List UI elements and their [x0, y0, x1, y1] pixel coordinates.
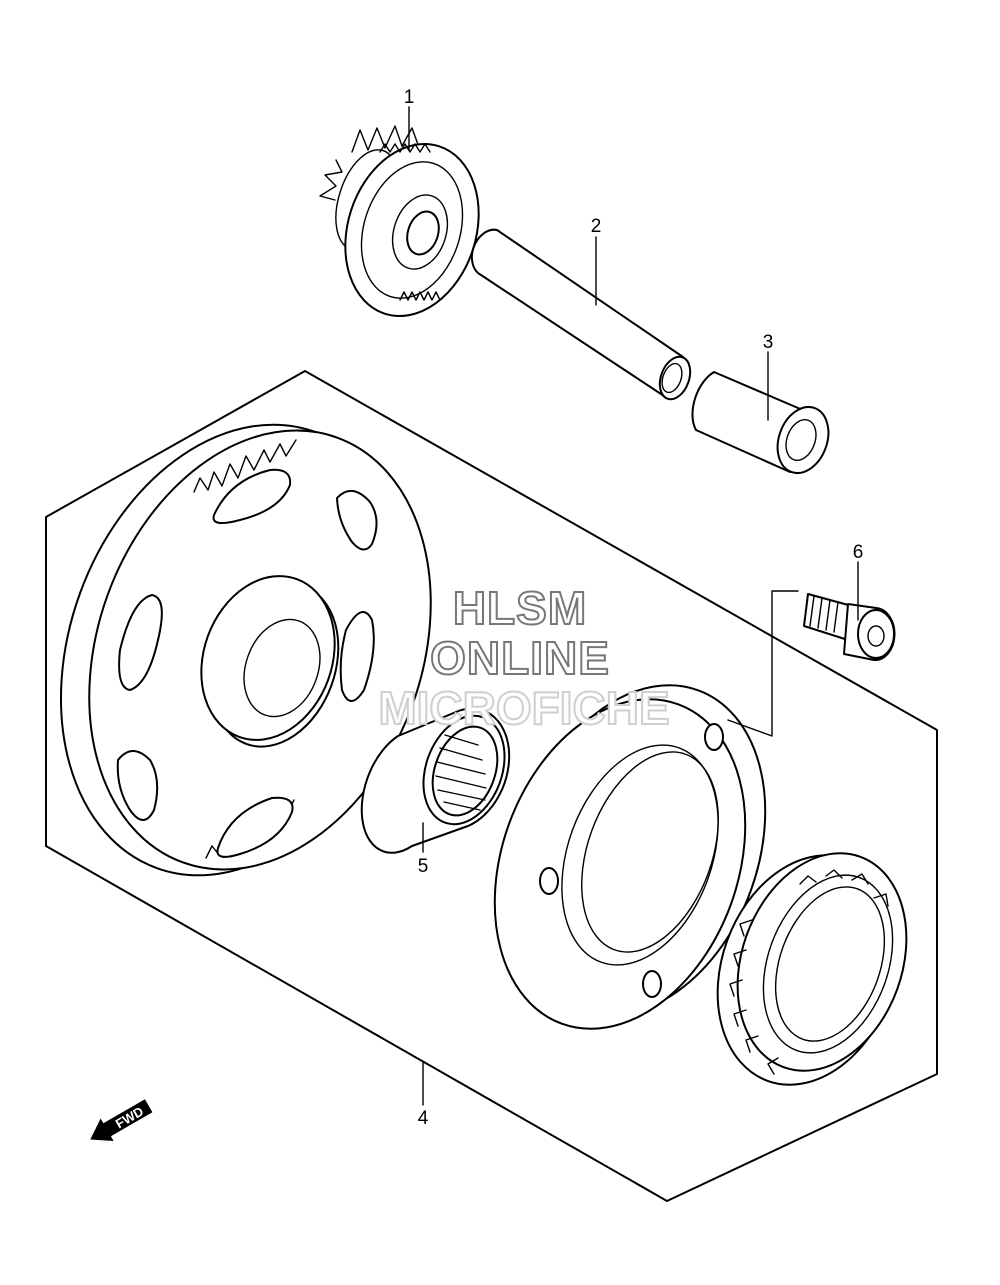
callout-5[interactable]: 5 [418, 856, 429, 877]
needle-bearing-icon[interactable] [360, 704, 519, 854]
callout-leaders [408, 106, 859, 1106]
assembly-box [45, 370, 938, 1202]
callout-1[interactable]: 1 [404, 87, 415, 108]
watermark-line-2: ONLINE [430, 632, 610, 684]
callout-3[interactable]: 3 [763, 332, 774, 353]
watermark: HLSM ONLINE MICROFICHE [377, 581, 670, 735]
clutch-housing-icon[interactable] [451, 650, 809, 1064]
socket-bolt-icon[interactable] [803, 593, 896, 662]
starter-clutch-assembly-icon[interactable] [1, 375, 490, 925]
watermark-line-3: MICROFICHE [378, 682, 669, 734]
fwd-arrow-icon: FWD [90, 1099, 153, 1141]
shaft-icon[interactable] [470, 228, 696, 404]
callout-6[interactable]: 6 [853, 542, 864, 563]
watermark-line-1: HLSM [453, 582, 587, 634]
idler-gear-icon[interactable] [319, 125, 500, 333]
callout-4[interactable]: 4 [418, 1108, 429, 1129]
sleeve-icon[interactable] [691, 371, 837, 480]
callout-2[interactable]: 2 [591, 216, 602, 237]
leader-line-bolt [727, 590, 799, 737]
one-way-clutch-icon[interactable] [687, 829, 936, 1110]
